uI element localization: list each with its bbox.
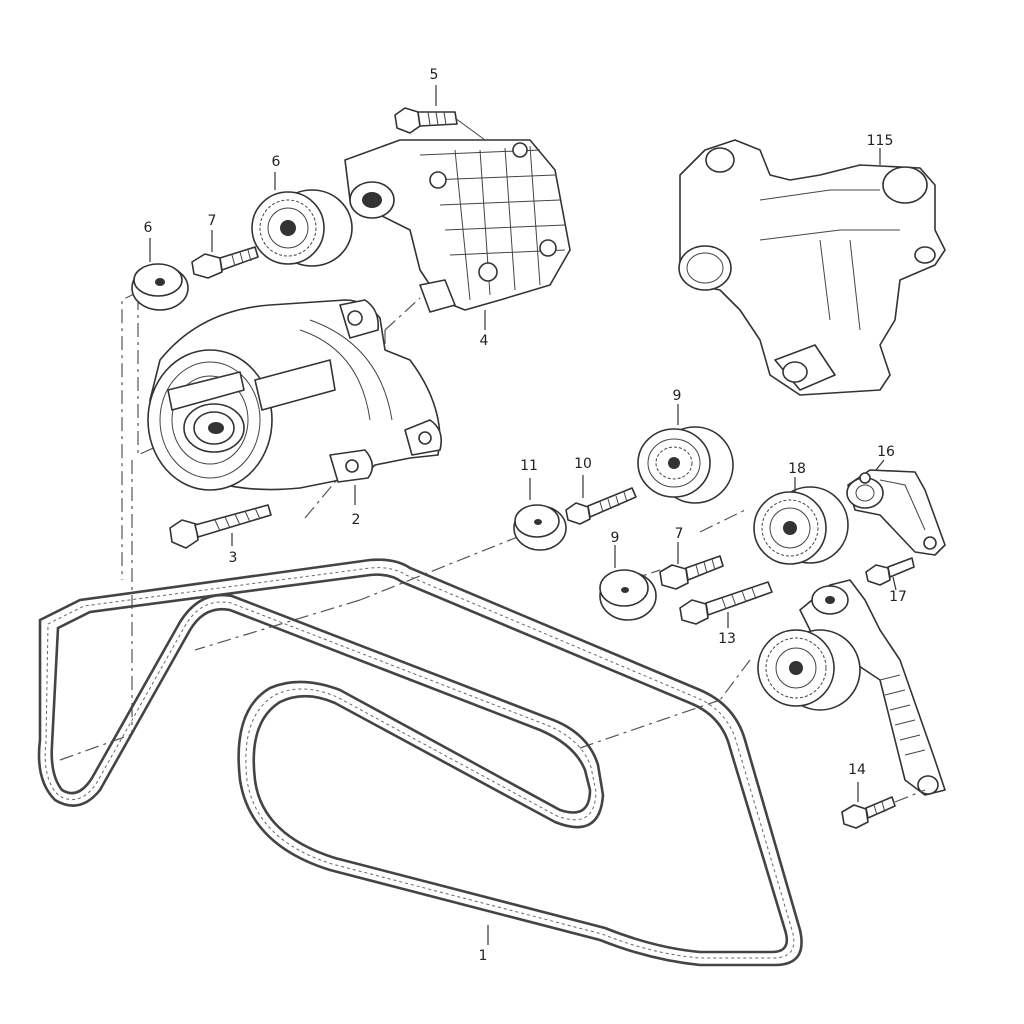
label-bolt-7-right: 7 xyxy=(675,526,684,542)
bracket-bolt xyxy=(394,85,486,141)
bolt-7-right xyxy=(659,542,724,590)
label-bracket-16: 16 xyxy=(877,444,895,460)
label-bolt-10: 10 xyxy=(574,456,592,472)
bracket-16 xyxy=(846,459,946,556)
alternator-bracket xyxy=(344,139,571,330)
label-alternator-bolt: 3 xyxy=(229,550,238,566)
label-bolt-17: 17 xyxy=(889,589,907,605)
label-alternator: 2 xyxy=(352,512,361,528)
part-labels: 1 2 3 4 5 6 6 7 9 9 10 11 13 14 115 16 1… xyxy=(144,67,907,964)
label-bolt-13: 13 xyxy=(718,631,736,647)
alternator xyxy=(147,299,443,505)
bolt-10 xyxy=(565,475,637,525)
bolt-13 xyxy=(679,581,773,628)
label-pulley-cap-9: 9 xyxy=(611,530,620,546)
label-belt: 1 xyxy=(479,948,488,964)
pulley-cap-11 xyxy=(513,478,567,551)
label-bolt-7-left: 7 xyxy=(208,213,217,229)
belt-tensioner xyxy=(757,579,946,796)
label-idler-pulley-18: 18 xyxy=(788,461,806,477)
label-idler-pulley-9-top: 9 xyxy=(673,388,682,404)
label-bolt-14: 14 xyxy=(848,762,866,778)
bolt-17 xyxy=(865,557,915,591)
bolt-14 xyxy=(841,782,926,829)
label-alternator-bracket: 4 xyxy=(480,333,489,349)
label-pulley-cap-left: 6 xyxy=(144,220,153,236)
pulley-cap-9 xyxy=(599,545,657,621)
label-bracket-bolt: 5 xyxy=(430,67,439,83)
label-support-bracket: 115 xyxy=(867,133,894,149)
poly-v-belt xyxy=(37,558,803,967)
idler-pulley-9-top xyxy=(637,404,734,504)
label-idler-pulley-top: 6 xyxy=(272,154,281,170)
pulley-cap-left xyxy=(131,238,189,311)
alternator-bolt xyxy=(169,504,272,549)
bolt-7-left xyxy=(191,230,259,279)
idler-pulley-top xyxy=(251,172,353,267)
support-bracket xyxy=(678,139,946,396)
label-pulley-cap-11: 11 xyxy=(520,458,538,474)
idler-pulley-18 xyxy=(753,477,849,565)
